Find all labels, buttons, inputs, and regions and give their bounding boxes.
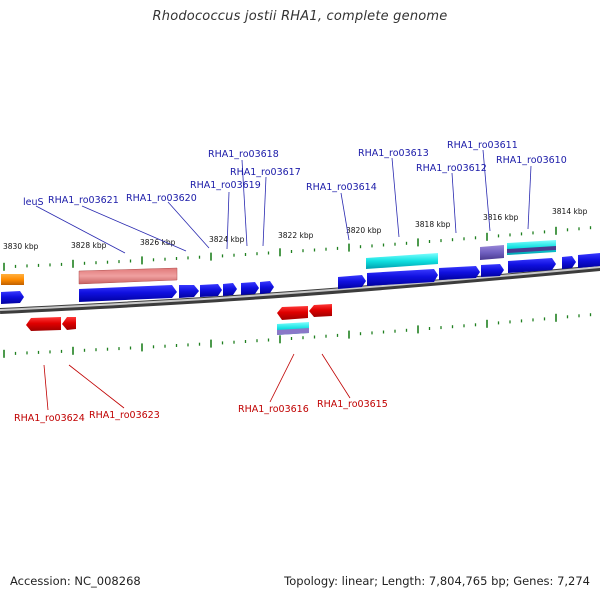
- gene-label-ro03617: RHA1_ro03617: [230, 167, 301, 178]
- feature-pink[interactable]: [78, 267, 178, 285]
- feature-cyan-3613[interactable]: [366, 253, 438, 269]
- feature-orange[interactable]: [1, 274, 24, 285]
- reverse-leader-lines: [43, 353, 351, 411]
- gene-forward-13[interactable]: [562, 256, 576, 269]
- gene-label-ro03614: RHA1_ro03614: [306, 182, 377, 193]
- gene-forward-8[interactable]: [338, 275, 366, 289]
- gene-label-ro03610: RHA1_ro03610: [496, 155, 567, 166]
- map-title: Rhodococcus jostii RHA1, complete genome: [152, 9, 448, 24]
- kbp-label-3824: 3824 kbp: [209, 235, 245, 244]
- gene-forward-1[interactable]: [1, 291, 24, 304]
- gene-label-ro03616: RHA1_ro03616: [238, 404, 309, 415]
- gene-label-ro03620: RHA1_ro03620: [126, 193, 197, 204]
- gene-forward-10[interactable]: [439, 266, 480, 280]
- kbp-label-3822: 3822 kbp: [278, 231, 314, 240]
- gene-reverse-2[interactable]: [62, 317, 76, 330]
- feature-multicolor-3610-stripe: [507, 246, 556, 253]
- gene-forward-9[interactable]: [367, 269, 438, 286]
- gene-forward-14[interactable]: [578, 253, 600, 268]
- gene-label-ro03618: RHA1_ro03618: [208, 149, 279, 160]
- gene-label-ro03623: RHA1_ro03623: [89, 410, 160, 421]
- gene-forward-12[interactable]: [508, 258, 556, 273]
- kbp-label-3814: 3814 kbp: [552, 207, 588, 216]
- gene-forward-7[interactable]: [260, 281, 274, 294]
- gene-forward-3[interactable]: [179, 285, 199, 298]
- gene-label-ro03612: RHA1_ro03612: [416, 163, 487, 174]
- gene-label-ro03615: RHA1_ro03615: [317, 399, 388, 410]
- feature-reverse-cyan-stripe: [277, 328, 309, 335]
- kbp-label-3828: 3828 kbp: [71, 241, 107, 250]
- reverse-scale-ticks: [3, 313, 592, 358]
- gene-forward-2[interactable]: [79, 285, 177, 302]
- kbp-label-3830: 3830 kbp: [3, 242, 39, 251]
- gene-label-leuS: leuS: [23, 197, 44, 208]
- kbp-label-3820: 3820 kbp: [346, 226, 382, 235]
- gene-label-ro03611: RHA1_ro03611: [447, 140, 518, 151]
- feature-purple-3611[interactable]: [480, 245, 504, 260]
- kbp-label-3818: 3818 kbp: [415, 220, 451, 229]
- gene-reverse-3[interactable]: [277, 306, 308, 320]
- gene-forward-11[interactable]: [481, 264, 504, 277]
- forward-leader-lines: [35, 149, 532, 254]
- kbp-label-3816: 3816 kbp: [483, 213, 519, 222]
- gene-reverse-4[interactable]: [309, 304, 332, 317]
- gene-forward-4[interactable]: [200, 284, 222, 297]
- gene-forward-5[interactable]: [223, 283, 237, 296]
- gene-label-ro03619: RHA1_ro03619: [190, 180, 261, 191]
- gene-label-ro03624: RHA1_ro03624: [14, 413, 85, 424]
- gene-reverse-1[interactable]: [26, 317, 61, 331]
- gene-label-ro03621: RHA1_ro03621: [48, 195, 119, 206]
- genome-summary-text: Topology: linear; Length: 7,804,765 bp; …: [284, 574, 590, 588]
- accession-text: Accession: NC_008268: [10, 574, 141, 588]
- gene-forward-6[interactable]: [241, 282, 259, 295]
- forward-scale-ticks: [3, 226, 592, 271]
- gene-label-ro03613: RHA1_ro03613: [358, 148, 429, 159]
- kbp-label-3826: 3826 kbp: [140, 238, 176, 247]
- genome-backbone-highlight: [0, 266, 600, 311]
